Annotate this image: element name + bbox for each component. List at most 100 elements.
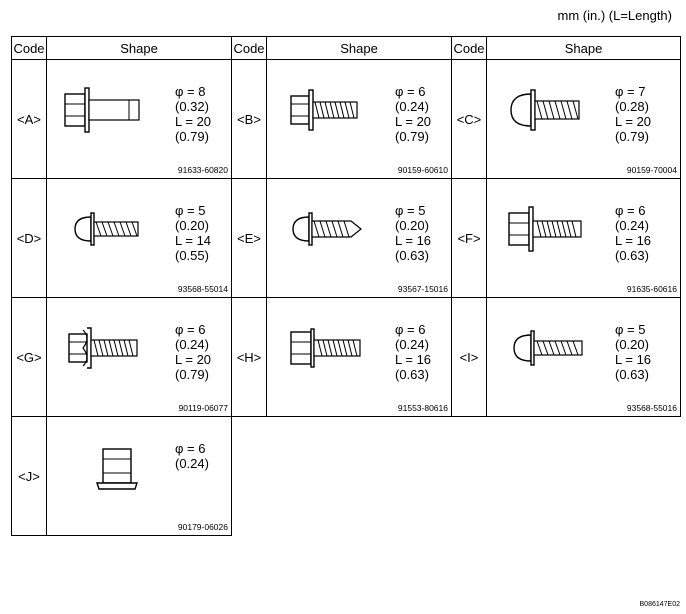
diameter-inch: (0.24) <box>395 337 429 352</box>
shape-cell: φ = 8 (0.32) L = 20 (0.79) 91633-60820 <box>46 59 232 179</box>
length-inch: (0.63) <box>395 367 429 382</box>
shape-cell: φ = 6 (0.24) 90179-06026 <box>46 416 232 536</box>
code-cell: <H> <box>231 297 267 417</box>
length: L = 20 <box>175 114 212 129</box>
shape-cell: φ = 6 (0.24) L = 20 (0.79) 90159-60610 <box>266 59 452 179</box>
hex-washer-tapping-screw-icon <box>277 70 387 150</box>
shape-cell: φ = 6 (0.24) L = 20 (0.79) 90119-06077 <box>46 297 232 417</box>
length: L = 20 <box>615 114 652 129</box>
table-header-row: Code Shape Code Shape Code Shape <box>11 36 681 60</box>
diameter: φ = 6 <box>175 441 206 456</box>
length-inch: (0.79) <box>615 129 649 144</box>
length: L = 16 <box>615 352 652 367</box>
code-cell: <B> <box>231 59 267 179</box>
diameter-inch: (0.20) <box>175 218 209 233</box>
length: L = 20 <box>395 114 432 129</box>
part-number: 93568-55014 <box>177 284 228 294</box>
part-number: 90179-06026 <box>177 522 228 532</box>
pan-head-tapping-screw-with-washer-icon <box>497 70 607 150</box>
diameter: φ = 6 <box>395 322 426 337</box>
diameter: φ = 8 <box>175 84 206 99</box>
table-row: <G> φ = 6 (0.24) L = 20 <box>11 297 681 417</box>
diameter: φ = 5 <box>615 322 646 337</box>
part-number: 90159-60610 <box>397 165 448 175</box>
diameter: φ = 5 <box>395 203 426 218</box>
diameter-inch: (0.24) <box>615 218 649 233</box>
length-inch: (0.79) <box>175 367 209 382</box>
pan-head-tapping-screw-icon <box>57 189 167 269</box>
length: L = 20 <box>175 352 212 367</box>
pan-head-tapping-screw-icon <box>497 308 607 388</box>
spec-block: φ = 6 (0.24) L = 16 (0.63) <box>395 322 431 382</box>
part-number: 93568-55016 <box>626 403 677 413</box>
length-inch: (0.63) <box>395 248 429 263</box>
table-row: <A> φ = 8 (0.32) L = 20 (0 <box>11 59 681 179</box>
diameter-inch: (0.20) <box>395 218 429 233</box>
header-code: Code <box>11 36 47 60</box>
code-cell: <E> <box>231 178 267 298</box>
spec-block: φ = 6 (0.24) L = 16 (0.63) <box>615 203 651 263</box>
spec-block: φ = 5 (0.20) L = 14 (0.55) <box>175 203 211 263</box>
part-number: 91635-60616 <box>626 284 677 294</box>
code-cell: <D> <box>11 178 47 298</box>
spec-block: φ = 6 (0.24) <box>175 441 209 471</box>
diameter-inch: (0.24) <box>175 456 209 471</box>
shape-cell: φ = 6 (0.24) L = 16 (0.63) 91635-60616 <box>486 178 681 298</box>
header-shape: Shape <box>486 36 681 60</box>
length-inch: (0.79) <box>395 129 429 144</box>
hex-flange-bolt-icon <box>277 308 387 388</box>
units-note: mm (in.) (L=Length) <box>557 8 672 23</box>
table-row: <D> φ = 5 (0.20) L = 14 (0.55) 9356 <box>11 178 681 298</box>
table-row: <J> φ = 6 (0.24) 90179-06026 <box>11 416 681 536</box>
length-inch: (0.63) <box>615 248 649 263</box>
shape-cell: φ = 6 (0.24) L = 16 (0.63) 91553-80616 <box>266 297 452 417</box>
code-cell: <A> <box>11 59 47 179</box>
length: L = 14 <box>175 233 212 248</box>
header-code: Code <box>451 36 487 60</box>
hex-flange-nut-icon <box>57 427 167 507</box>
diameter: φ = 6 <box>615 203 646 218</box>
diameter-inch: (0.32) <box>175 99 209 114</box>
length-inch: (0.79) <box>175 129 209 144</box>
code-cell: <I> <box>451 297 487 417</box>
diameter: φ = 7 <box>615 84 646 99</box>
spec-block: φ = 5 (0.20) L = 16 (0.63) <box>395 203 431 263</box>
shape-cell: φ = 7 (0.28) L = 20 (0.79) 90159-70004 <box>486 59 681 179</box>
diameter-inch: (0.24) <box>175 337 209 352</box>
part-number: 91553-80616 <box>397 403 448 413</box>
length: L = 16 <box>395 352 432 367</box>
empty-area <box>232 417 681 536</box>
pan-head-pointed-tapping-screw-icon <box>277 189 387 269</box>
length-inch: (0.55) <box>175 248 209 263</box>
part-number: 90159-70004 <box>626 165 677 175</box>
code-cell: <C> <box>451 59 487 179</box>
length: L = 16 <box>615 233 652 248</box>
header-shape: Shape <box>266 36 452 60</box>
length-inch: (0.63) <box>615 367 649 382</box>
code-cell: <F> <box>451 178 487 298</box>
spec-block: φ = 8 (0.32) L = 20 (0.79) <box>175 84 211 144</box>
shape-cell: φ = 5 (0.20) L = 16 (0.63) 93567-15016 <box>266 178 452 298</box>
length: L = 16 <box>395 233 432 248</box>
diameter: φ = 6 <box>395 84 426 99</box>
shape-cell: φ = 5 (0.20) L = 16 (0.63) 93568-55016 <box>486 297 681 417</box>
code-cell: <G> <box>11 297 47 417</box>
header-code: Code <box>231 36 267 60</box>
spec-block: φ = 5 (0.20) L = 16 (0.63) <box>615 322 651 382</box>
spec-block: φ = 7 (0.28) L = 20 (0.79) <box>615 84 651 144</box>
flange-hex-bolt-with-washer-icon <box>57 70 167 150</box>
figure-id: B086147E02 <box>639 601 680 608</box>
diameter-inch: (0.24) <box>395 99 429 114</box>
spec-block: φ = 6 (0.24) L = 20 (0.79) <box>175 322 211 382</box>
spec-block: φ = 6 (0.24) L = 20 (0.79) <box>395 84 431 144</box>
part-number: 93567-15016 <box>397 284 448 294</box>
part-number: 91633-60820 <box>177 165 228 175</box>
diameter: φ = 5 <box>175 203 206 218</box>
code-cell: <J> <box>11 416 47 536</box>
hex-bolt-with-clip-icon <box>57 308 167 388</box>
diameter-inch: (0.28) <box>615 99 649 114</box>
diameter: φ = 6 <box>175 322 206 337</box>
diameter-inch: (0.20) <box>615 337 649 352</box>
fastener-table: Code Shape Code Shape Code Shape <A> <box>11 36 681 536</box>
hex-flange-bolt-with-washer-icon <box>497 189 607 269</box>
